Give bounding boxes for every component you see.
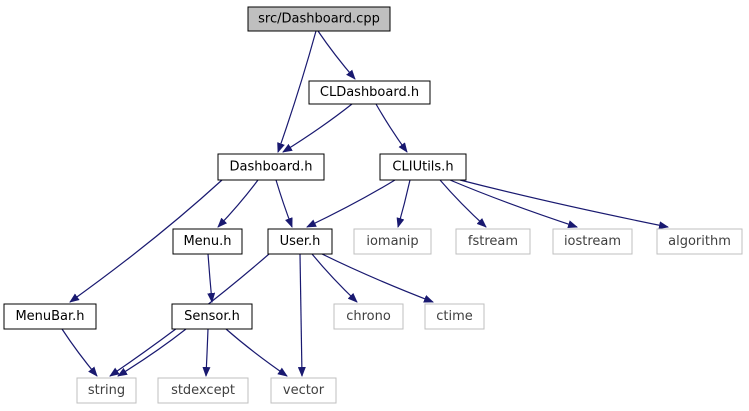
- node-box-menu_h: [172, 228, 243, 255]
- edge-dashboard_h-to-user_h: [275, 179, 293, 228]
- node-box-cliutils_h: [379, 153, 467, 181]
- node-algorithm: algorithm: [656, 228, 743, 255]
- node-fstream: fstream: [455, 228, 531, 255]
- node-box-sensor_h: [171, 303, 253, 330]
- edge-cldashboard_h-to-dashboard_h: [282, 103, 353, 153]
- edge-cliutils_h-to-algorithm: [459, 179, 669, 230]
- node-label-dashboard_h: Dashboard.h: [230, 160, 313, 175]
- node-dashboard_cpp[interactable]: src/Dashboard.cpp: [247, 6, 391, 32]
- node-label-menubar_h: MenuBar.h: [15, 309, 84, 324]
- node-box-chrono: [333, 303, 404, 330]
- node-label-sensor_h: Sensor.h: [184, 309, 240, 324]
- node-label-stdexcept: stdexcept: [171, 383, 235, 398]
- node-label-vector: vector: [283, 383, 325, 398]
- node-label-cldashboard_h: CLDashboard.h: [320, 85, 419, 100]
- node-vector: vector: [270, 377, 337, 404]
- node-label-cliutils_h: CLIUtils.h: [392, 160, 453, 175]
- node-iomanip: iomanip: [353, 228, 432, 255]
- node-label-iostream: iostream: [564, 234, 621, 249]
- edge-user_h-to-chrono: [311, 253, 358, 303]
- node-box-stdexcept: [157, 377, 249, 404]
- edge-dashboard_cpp-to-dashboard_h: [277, 30, 317, 153]
- node-box-menubar_h: [3, 303, 97, 330]
- edge-cliutils_h-to-iomanip: [396, 179, 411, 228]
- node-user_h[interactable]: User.h: [267, 228, 333, 255]
- edge-dashboard_cpp-to-cldashboard_h: [317, 30, 356, 80]
- edge-dashboard_h-to-menu_h: [217, 179, 259, 228]
- edge-cliutils_h-to-fstream: [439, 179, 487, 228]
- node-label-ctime: ctime: [436, 309, 473, 324]
- node-box-string: [76, 377, 137, 404]
- node-box-cldashboard_h: [308, 80, 431, 105]
- edge-cliutils_h-to-iostream: [449, 179, 578, 228]
- node-stdexcept: stdexcept: [157, 377, 249, 404]
- edge-menubar_h-to-string: [61, 328, 98, 377]
- node-box-user_h: [267, 228, 333, 255]
- node-sensor_h[interactable]: Sensor.h: [171, 303, 253, 330]
- node-iostream: iostream: [552, 228, 633, 255]
- node-menubar_h[interactable]: MenuBar.h: [3, 303, 97, 330]
- edge-user_h-to-ctime: [321, 253, 434, 303]
- nodes-layer: src/Dashboard.cppCLDashboard.hDashboard.…: [3, 6, 743, 404]
- node-dashboard_h[interactable]: Dashboard.h: [217, 153, 325, 181]
- node-box-dashboard_h: [217, 153, 325, 181]
- node-label-dashboard_cpp: src/Dashboard.cpp: [258, 12, 380, 27]
- node-box-vector: [270, 377, 337, 404]
- edge-menu_h-to-sensor_h: [207, 253, 216, 303]
- node-box-iomanip: [353, 228, 432, 255]
- edge-dashboard_h-to-menubar_h: [69, 179, 223, 303]
- node-cldashboard_h[interactable]: CLDashboard.h: [308, 80, 431, 105]
- node-string: string: [76, 377, 137, 404]
- node-box-ctime: [424, 303, 485, 330]
- node-box-iostream: [552, 228, 633, 255]
- node-box-algorithm: [656, 228, 743, 255]
- edge-sensor_h-to-string: [117, 328, 187, 377]
- node-box-fstream: [455, 228, 531, 255]
- node-ctime: ctime: [424, 303, 485, 330]
- node-chrono: chrono: [333, 303, 404, 330]
- edge-sensor_h-to-stdexcept: [202, 328, 211, 377]
- node-label-chrono: chrono: [346, 309, 391, 324]
- node-label-menu_h: Menu.h: [183, 234, 231, 249]
- node-label-iomanip: iomanip: [366, 234, 418, 249]
- node-label-fstream: fstream: [468, 234, 518, 249]
- node-label-string: string: [88, 383, 125, 398]
- node-label-user_h: User.h: [280, 234, 321, 249]
- node-menu_h[interactable]: Menu.h: [172, 228, 243, 255]
- node-box-dashboard_cpp: [247, 6, 391, 32]
- node-cliutils_h[interactable]: CLIUtils.h: [379, 153, 467, 181]
- edge-user_h-to-vector: [297, 253, 306, 377]
- edge-sensor_h-to-vector: [225, 328, 288, 377]
- node-label-algorithm: algorithm: [668, 234, 731, 249]
- edge-cldashboard_h-to-cliutils_h: [375, 103, 408, 153]
- edge-cliutils_h-to-user_h: [306, 179, 396, 228]
